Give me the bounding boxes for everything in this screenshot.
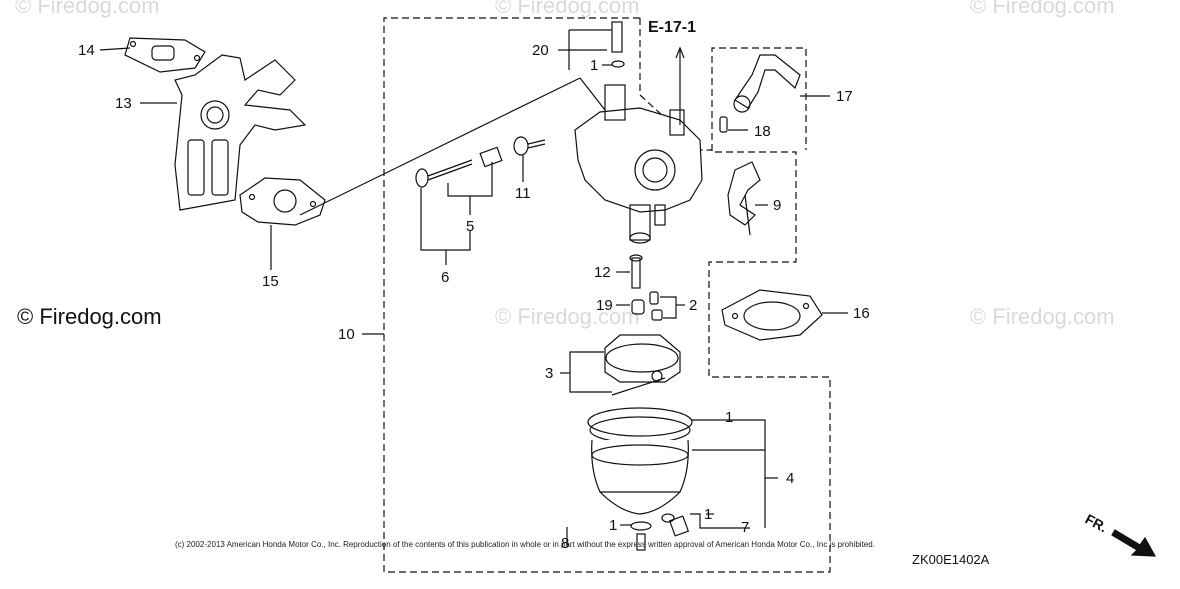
callout-8[interactable]: 8: [561, 535, 570, 552]
watermark-center: © Firedog.com: [495, 304, 640, 329]
part-2a: [649, 291, 659, 305]
front-arrow-icon: [1111, 529, 1157, 557]
part-washer-top: [611, 60, 625, 68]
part-choke-lever-17: [733, 54, 801, 113]
part-needle-12: [629, 254, 643, 289]
part-insulator-13: [174, 54, 307, 211]
part-pilot-screw-5: [415, 146, 503, 188]
watermark-top-right: © Firedog.com: [970, 0, 1115, 18]
callout-6[interactable]: 6: [441, 269, 450, 286]
callout-1-left[interactable]: 1: [609, 517, 618, 534]
part-9: [727, 161, 761, 236]
part-19: [631, 299, 645, 315]
part-drain-screw-8: [636, 533, 646, 551]
callout-17[interactable]: 17: [836, 88, 853, 105]
diagram-code: ZK00E1402A: [912, 552, 990, 567]
watermark-left: © Firedog.com: [17, 304, 162, 329]
callout-1-right[interactable]: 1: [704, 506, 713, 523]
section-reference[interactable]: E-17-1: [648, 19, 697, 36]
part-float-bowl-4: [587, 407, 693, 515]
part-washer-bottom: [630, 521, 652, 531]
callout-1-bowl[interactable]: 1: [725, 409, 734, 426]
callout-9[interactable]: 9: [773, 197, 782, 214]
callout-20[interactable]: 20: [532, 42, 549, 59]
callout-16[interactable]: 16: [853, 305, 870, 322]
callout-3[interactable]: 3: [545, 365, 554, 382]
watermark-top-left: © Firedog.com: [15, 0, 160, 18]
part-gasket-16: [721, 289, 823, 341]
callout-7[interactable]: 7: [741, 519, 750, 536]
part-screw-11: [513, 136, 546, 156]
watermark-right: © Firedog.com: [970, 304, 1115, 329]
part-carburetor-body: [574, 21, 703, 244]
callout-13[interactable]: 13: [115, 95, 132, 112]
callout-15[interactable]: 15: [262, 273, 279, 290]
callout-11[interactable]: 11: [515, 185, 531, 202]
assembly-boundary: [383, 17, 831, 573]
callout-12[interactable]: 12: [594, 264, 611, 281]
callout-2[interactable]: 2: [689, 297, 698, 314]
part-float-3: [604, 334, 681, 396]
part-bolt-7: [661, 513, 690, 537]
part-gasket-14: [124, 37, 206, 73]
callout-14[interactable]: 14: [78, 42, 95, 59]
callout-18[interactable]: 18: [754, 123, 771, 140]
watermark-top-center: © Firedog.com: [495, 0, 640, 18]
callout-4[interactable]: 4: [786, 470, 795, 487]
part-pin-18: [719, 116, 728, 133]
callout-19[interactable]: 19: [596, 297, 613, 314]
part-2b: [651, 309, 663, 321]
callout-10[interactable]: 10: [338, 326, 355, 343]
part-gasket-15: [239, 177, 326, 226]
copyright-notice: (c) 2002-2013 American Honda Motor Co., …: [175, 540, 875, 549]
callout-1-top[interactable]: 1: [590, 57, 599, 74]
callout-5[interactable]: 5: [466, 218, 475, 235]
